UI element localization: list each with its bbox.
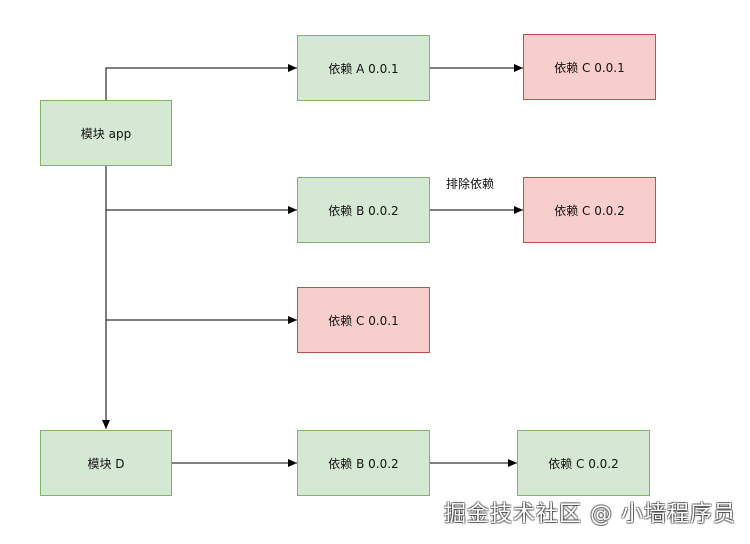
node-dep-c-002-via-b[interactable]: 依赖 C 0.0.2 (523, 177, 656, 243)
node-dep-c-001-via-a[interactable]: 依赖 C 0.0.1 (523, 34, 656, 100)
edge-app-to-dep-a (105, 64, 297, 100)
node-module-app[interactable]: 模块 app (40, 100, 172, 166)
edge-label-exclude: 排除依赖 (446, 177, 495, 191)
node-dep-a-001[interactable]: 依赖 A 0.0.1 (297, 35, 430, 101)
node-dep-b-002-via-d[interactable]: 依赖 B 0.0.2 (297, 430, 430, 496)
node-module-d[interactable]: 模块 D (40, 430, 172, 496)
watermark: 掘金技术社区 @ 小墙程序员 (444, 502, 736, 527)
node-dep-c-001-direct[interactable]: 依赖 C 0.0.1 (297, 287, 430, 353)
node-dep-c-002-via-d[interactable]: 依赖 C 0.0.2 (517, 430, 650, 496)
node-dep-b-002[interactable]: 依赖 B 0.0.2 (297, 177, 430, 243)
